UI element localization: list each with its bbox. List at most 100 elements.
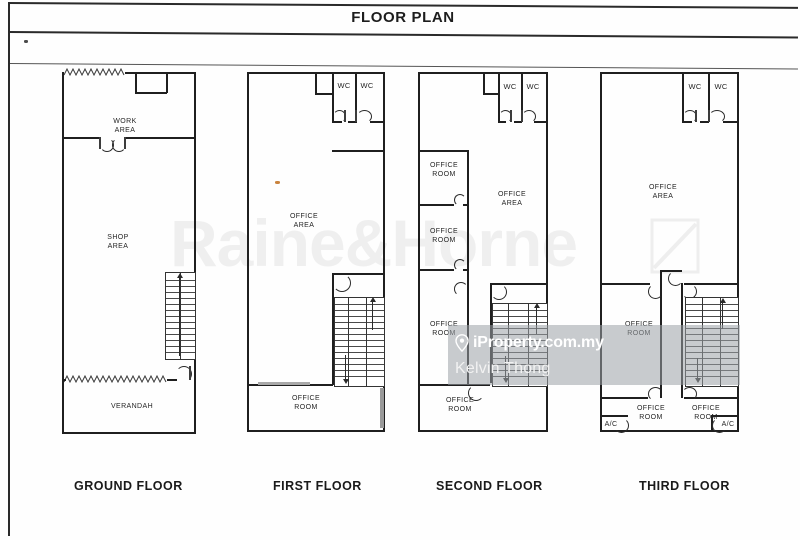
office-room-2-wall-bottom-a xyxy=(418,269,454,271)
wc-jamb-2 xyxy=(708,110,710,122)
wc-jamb-1 xyxy=(695,110,697,122)
corridor-wall-upper xyxy=(467,150,469,206)
room-label-wc-1: WC xyxy=(337,81,351,90)
staircase-ground xyxy=(165,272,196,360)
room-label-office-area: OFFICE AREA xyxy=(648,184,678,200)
stair-down-arrow xyxy=(694,378,701,383)
stair-up-arrow xyxy=(719,298,726,303)
title-bar: FLOOR PLAN xyxy=(8,4,798,31)
door-swing-bottom-left xyxy=(648,387,663,401)
stair-down-line xyxy=(345,355,346,381)
door-swing-wc-1 xyxy=(333,110,346,123)
sheet-border-left xyxy=(8,2,10,536)
stair-wall-left xyxy=(332,273,334,385)
wc-divider-2 xyxy=(521,72,523,122)
wall-right xyxy=(383,72,385,432)
corridor-wall-left xyxy=(660,283,662,398)
door-swing-office-1 xyxy=(454,194,466,206)
wc-wall-bottom-b xyxy=(514,121,522,123)
page-title: FLOOR PLAN xyxy=(351,9,455,26)
door-swing-wc-2 xyxy=(357,110,372,123)
room-label-office-room-3: OFFICE ROOM xyxy=(429,321,459,337)
wc-block-wall-left xyxy=(483,72,485,94)
door-jamb-verandah xyxy=(189,366,191,380)
wc-wall-bottom-c xyxy=(723,121,739,123)
wc-divider-1 xyxy=(498,72,500,122)
wc-block-wall-left xyxy=(315,72,317,94)
window-right-wall xyxy=(380,388,384,428)
lobby-wall-right xyxy=(684,283,739,285)
wc-wall-bottom-b xyxy=(700,121,709,123)
room-label-wc-1: WC xyxy=(688,82,702,91)
room-label-wc-2: WC xyxy=(714,82,728,91)
wall-right xyxy=(737,72,739,432)
bottom-left-wall-top xyxy=(600,397,648,399)
corridor-head-wall xyxy=(660,270,682,272)
wc-jamb-2 xyxy=(521,110,523,122)
wall-left xyxy=(600,72,602,432)
stair-down-arrow xyxy=(502,378,509,383)
agency-watermark-mark xyxy=(650,218,700,274)
wall-bottom xyxy=(600,430,739,432)
door-swing-wc-1 xyxy=(499,110,512,123)
wc-divider-1 xyxy=(682,72,684,122)
room-label-wc-2: WC xyxy=(526,82,540,91)
door-swing-work-right xyxy=(112,138,126,152)
door-swing-wc-1 xyxy=(683,110,697,123)
room-label-office-room-4: OFFICE ROOM xyxy=(445,397,475,413)
ac-left-wall-left xyxy=(600,415,602,431)
wc-divider-2 xyxy=(355,72,357,122)
door-swing-stair xyxy=(333,274,351,292)
corridor-head-left xyxy=(660,270,662,284)
wc-jamb-2 xyxy=(355,110,357,122)
office-room-1-wall-top xyxy=(418,150,468,152)
room-label-work-area: WORK AREA xyxy=(113,118,137,134)
wc-wall-bottom-b xyxy=(348,121,357,123)
room-label-office-room-1: OFFICE ROOM xyxy=(429,162,459,178)
room-label-office-room-2: OFFICE ROOM xyxy=(636,405,666,421)
door-swing-office-3 xyxy=(454,282,468,296)
wall-right xyxy=(194,72,196,434)
room-label-office-room: OFFICE ROOM xyxy=(291,395,321,411)
wc-wall-bottom-c xyxy=(534,121,548,123)
partition-left xyxy=(62,137,100,139)
alcove-wall-bottom xyxy=(135,92,167,94)
bottom-right-wall-top xyxy=(684,397,739,399)
verandah-wall-stub-left xyxy=(62,379,66,381)
stair-down-line xyxy=(505,356,506,380)
window-top-ground xyxy=(64,68,125,77)
room-label-office-room-2: OFFICE ROOM xyxy=(429,228,459,244)
staircase-third xyxy=(685,297,739,387)
lobby-wall-bottom xyxy=(332,150,385,152)
stair-direction-arrow-up xyxy=(176,273,183,278)
wall-top xyxy=(600,72,739,74)
secondary-rule xyxy=(9,63,798,70)
door-swing-stair xyxy=(491,284,507,300)
stair-up-line xyxy=(536,308,537,334)
door-swing-office-2 xyxy=(454,259,466,271)
stair-up-line xyxy=(372,302,373,330)
floor-label-third: THIRD FLOOR xyxy=(639,479,730,493)
room-label-office-room-1: OFFICE ROOM xyxy=(624,321,654,337)
wc-block-wall-bottom xyxy=(315,93,333,95)
door-swing-wc-2 xyxy=(522,110,536,123)
office-room-1-wall-bottom-a xyxy=(418,204,454,206)
floor-label-second: SECOND FLOOR xyxy=(436,479,543,493)
ac-right-wall-top xyxy=(711,415,739,417)
lobby-wall-left xyxy=(600,283,650,285)
agency-watermark: Raine&Horne xyxy=(170,206,578,280)
verandah-wall-stub-mid xyxy=(167,379,177,381)
wc-divider-2 xyxy=(708,72,710,122)
stair-wall-top xyxy=(332,273,385,275)
wall-left xyxy=(247,72,249,432)
wall-right xyxy=(546,72,548,432)
stair-up-arrow xyxy=(369,297,376,302)
stair-wall-top xyxy=(490,283,548,285)
room-label-verandah: VERANDAH xyxy=(110,403,154,410)
wall-left xyxy=(418,72,420,432)
door-swing-wc-2 xyxy=(709,110,725,123)
ac-left-wall-top xyxy=(600,415,628,417)
room-label-wc-2: WC xyxy=(360,81,374,90)
door-swing-ac-right xyxy=(712,418,727,433)
